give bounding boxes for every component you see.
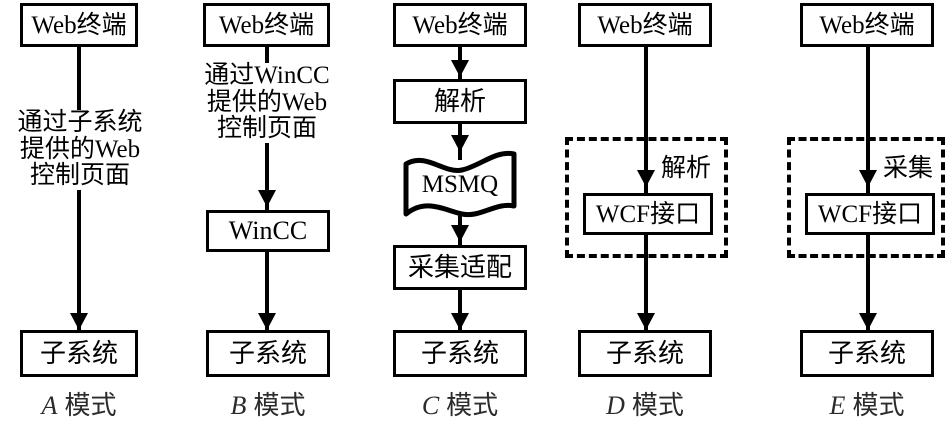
mode-label-e-letter: E — [829, 391, 846, 420]
group-box-d-parse — [565, 137, 728, 258]
node-d-web-terminal-label: Web终端 — [597, 11, 693, 39]
node-d-web-terminal[interactable]: Web终端 — [578, 3, 712, 47]
connector-e-top-to-wcf — [866, 47, 870, 195]
mode-label-b-letter: B — [230, 391, 247, 420]
arrowhead-b-subsystem — [258, 313, 276, 330]
group-caption-d-label: 解析 — [661, 155, 712, 182]
arrowhead-a-bottom — [70, 313, 88, 330]
mode-label-d-letter: D — [606, 391, 625, 420]
mode-label-c-word: 模式 — [446, 391, 499, 420]
group-caption-e-label: 采集 — [883, 155, 934, 182]
connector-d-top-to-wcf — [644, 47, 648, 195]
arrowhead-c-parse — [451, 60, 469, 77]
node-b-web-terminal[interactable]: Web终端 — [203, 3, 330, 47]
mode-label-a-letter: A — [41, 391, 58, 420]
arrowhead-e-subsystem — [859, 313, 877, 330]
node-d-subsystem-label: 子系统 — [605, 338, 684, 368]
node-e-web-terminal-label: Web终端 — [819, 11, 915, 39]
group-box-e-collect — [787, 137, 945, 258]
connector-c-msmq-to-adapter — [458, 200, 462, 247]
arrowhead-d-wcf — [637, 170, 655, 187]
connector-b-wincc-to-subsystem — [265, 250, 269, 338]
node-c-msmq-label: MSMQ — [421, 171, 499, 198]
path-text-b: 通过WinCC 提供的Web 控制页面 — [182, 62, 352, 143]
arrowhead-d-subsystem — [637, 313, 655, 330]
node-a-subsystem-label: 子系统 — [39, 338, 118, 368]
node-d-subsystem[interactable]: 子系统 — [578, 330, 712, 377]
node-c-subsystem-label: 子系统 — [420, 338, 499, 368]
node-e-wcf-interface[interactable]: WCF接口 — [805, 193, 935, 235]
arrowhead-e-wcf — [859, 170, 877, 187]
path-text-a-line-2: 提供的Web — [19, 135, 141, 163]
connector-d-wcf-to-subsystem — [644, 233, 648, 338]
arrowhead-c-adapter — [451, 225, 469, 242]
node-d-wcf-interface-label: WCF接口 — [595, 200, 701, 228]
mode-label-c-letter: C — [421, 391, 440, 420]
node-c-parse-label: 解析 — [433, 86, 486, 116]
node-b-wincc[interactable]: WinCC — [206, 210, 330, 252]
node-e-subsystem[interactable]: 子系统 — [800, 330, 934, 377]
node-c-msmq-queue[interactable]: MSMQ — [400, 148, 520, 222]
node-b-subsystem-label: 子系统 — [228, 338, 307, 368]
path-text-b-line-2: 提供的Web — [206, 88, 328, 116]
mode-label-b-word: 模式 — [253, 391, 306, 420]
node-a-subsystem[interactable]: 子系统 — [20, 330, 138, 377]
arrowhead-c-subsystem — [451, 313, 469, 330]
path-text-b-line-3: 控制页面 — [216, 115, 317, 142]
path-text-a-line-3: 控制页面 — [29, 162, 130, 189]
connector-e-wcf-to-subsystem — [866, 233, 870, 338]
node-e-wcf-interface-label: WCF接口 — [817, 200, 923, 228]
arrowhead-b-wincc — [258, 190, 276, 207]
mode-label-e-word: 模式 — [852, 391, 905, 420]
node-c-msmq-label-wrap: MSMQ — [400, 148, 520, 222]
node-e-subsystem-label: 子系统 — [827, 338, 906, 368]
node-c-collection-adapter-label: 采集适配 — [407, 252, 512, 282]
node-c-web-terminal[interactable]: Web终端 — [393, 3, 527, 47]
connector-a-top-to-bottom — [77, 47, 81, 339]
node-c-subsystem[interactable]: 子系统 — [393, 330, 527, 377]
path-text-a-line-1: 通过子系统 — [17, 109, 143, 136]
node-e-web-terminal[interactable]: Web终端 — [800, 3, 934, 47]
node-a-web-terminal[interactable]: Web终端 — [20, 3, 138, 47]
group-caption-d: 解析 — [661, 148, 712, 184]
node-b-web-terminal-label: Web终端 — [218, 11, 315, 39]
mode-label-d-word: 模式 — [631, 391, 684, 420]
node-c-web-terminal-label: Web终端 — [412, 11, 508, 39]
mode-label-a-word: 模式 — [64, 391, 117, 420]
group-caption-e: 采集 — [883, 148, 934, 184]
path-text-a: 通过子系统 提供的Web 控制页面 — [3, 109, 157, 190]
node-c-parse[interactable]: 解析 — [393, 79, 527, 124]
node-a-web-terminal-label: Web终端 — [31, 11, 127, 39]
node-d-wcf-interface[interactable]: WCF接口 — [583, 193, 713, 235]
node-c-collection-adapter[interactable]: 采集适配 — [393, 245, 527, 290]
node-b-wincc-label: WinCC — [228, 216, 308, 245]
arrowhead-c-msmq — [451, 135, 469, 152]
path-text-b-line-1: 通过WinCC — [204, 62, 330, 89]
node-b-subsystem[interactable]: 子系统 — [206, 330, 330, 377]
